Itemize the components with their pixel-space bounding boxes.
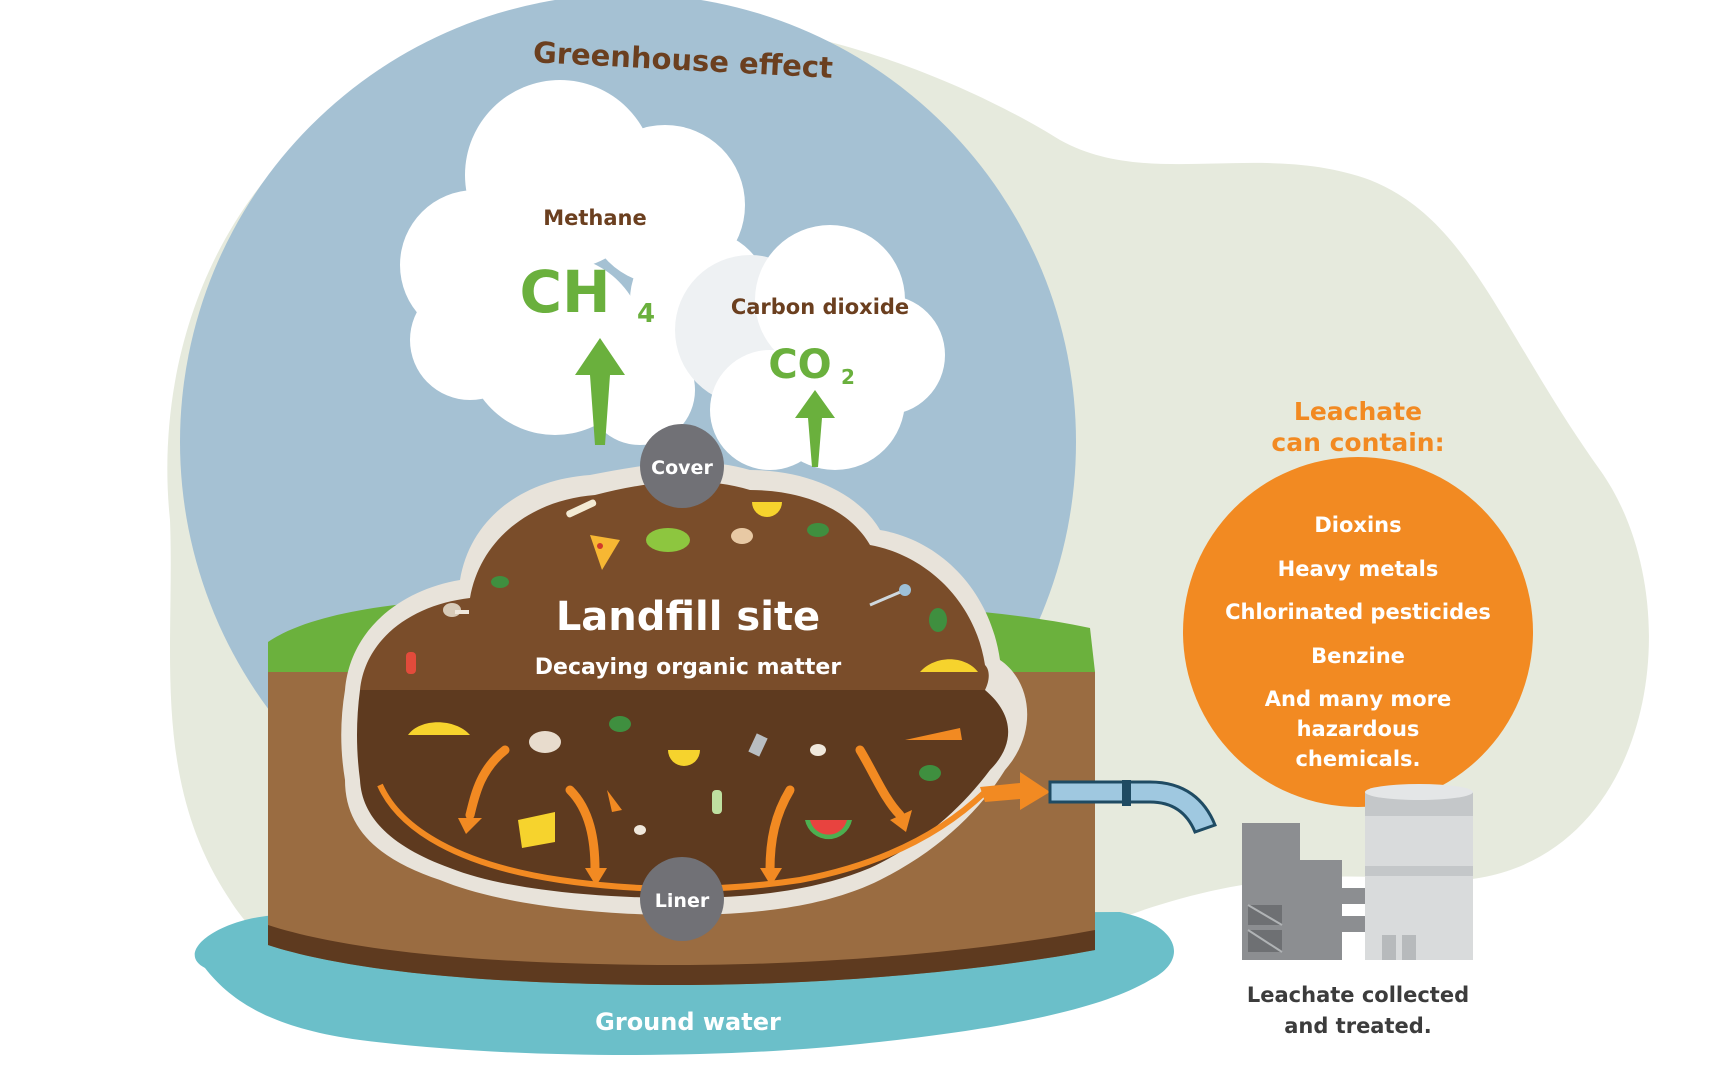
liner-badge	[640, 857, 724, 941]
landfill-subtitle: Decaying organic matter	[535, 655, 842, 680]
co2-formula: CO	[768, 342, 831, 388]
ground-water-label: Ground water	[595, 1008, 781, 1036]
battery-icon	[748, 733, 768, 757]
outflow-pipe	[1048, 780, 1217, 834]
cover-label: Cover	[651, 457, 713, 479]
decaying-layer	[357, 690, 1009, 898]
treatment-plant-icon	[1242, 784, 1473, 960]
leachate-item: Chlorinated pesticides	[1225, 600, 1491, 624]
banana-peel-icon	[408, 722, 470, 735]
apple-core-icon	[712, 790, 722, 814]
co2-label: Carbon dioxide	[731, 295, 909, 319]
mushroom-icon	[810, 744, 826, 756]
co2-cloud	[675, 225, 945, 470]
leachate-flow-arrows	[465, 745, 905, 875]
leachate-more-line3: chemicals.	[1295, 747, 1420, 771]
lemon-icon	[752, 502, 782, 517]
lettuce-icon	[646, 528, 690, 552]
co2-subscript: 2	[841, 365, 855, 389]
leachate-item: Benzine	[1311, 644, 1405, 668]
fish-bone-icon	[869, 584, 911, 607]
cheese-icon	[518, 812, 555, 848]
eggshell-icon	[529, 731, 561, 753]
methane-subscript: 4	[637, 299, 655, 329]
banana-peel-icon	[920, 659, 978, 672]
leaf-icon	[491, 576, 509, 588]
leachate-contents-circle	[1183, 457, 1533, 807]
waste-items	[406, 499, 978, 848]
leachate-more-line2: hazardous	[1297, 717, 1420, 741]
bone-icon	[566, 499, 597, 518]
landfill-title: Landfill site	[556, 594, 820, 640]
carrot-icon	[607, 790, 622, 812]
carrot-icon	[905, 728, 962, 740]
lemon-icon	[668, 750, 700, 766]
liner-label: Liner	[655, 890, 710, 912]
leaf-icon	[919, 765, 941, 781]
co2-arrow-icon	[795, 390, 835, 467]
leaf-icon	[609, 716, 631, 732]
apple-core-icon	[406, 652, 416, 674]
collected-label-line1: Leachate collected	[1247, 983, 1469, 1007]
leachate-item: Dioxins	[1314, 513, 1401, 537]
eggshell-icon	[731, 528, 753, 544]
mushroom-icon	[634, 825, 646, 835]
methane-label: Methane	[543, 206, 647, 230]
cover-badge	[640, 424, 724, 508]
earth-bottom-rim	[268, 925, 1095, 985]
leaf-icon	[807, 523, 829, 537]
collected-label-line2: and treated.	[1284, 1014, 1432, 1038]
outflow-arrow-icon	[980, 772, 1050, 810]
leaf-icon	[929, 608, 947, 632]
watermelon-icon	[805, 820, 852, 840]
pipe-joint	[1122, 780, 1131, 806]
leachate-item: Heavy metals	[1278, 557, 1439, 581]
leachate-heading-line1: Leachate	[1294, 397, 1422, 426]
mushroom-icon	[443, 603, 469, 617]
leachate-more-line1: And many more	[1265, 687, 1451, 711]
landfill-mound	[360, 481, 989, 690]
leachate-heading-line2: can contain:	[1271, 428, 1444, 457]
pizza-icon	[590, 535, 620, 570]
leachate-flow-arrowheads	[458, 810, 912, 886]
methane-formula: CH	[519, 258, 610, 326]
methane-arrow-icon	[575, 338, 625, 445]
